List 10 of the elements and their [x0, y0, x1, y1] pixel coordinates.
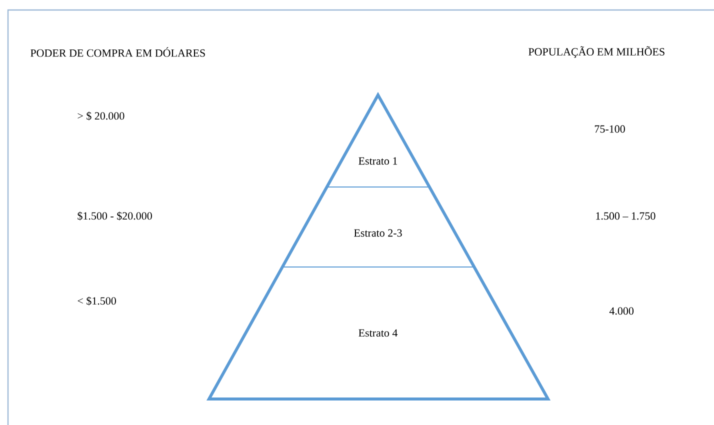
column-heading: PODER DE COMPRA EM DÓLARES — [30, 47, 205, 57]
node-label: Estrato 1 — [358, 157, 398, 165]
value-label: 1.500 – 1.750 — [596, 212, 656, 220]
value-label: > $ 20.000 — [78, 112, 124, 120]
value-label: 4.000 — [609, 307, 634, 315]
value-label: 75-100 — [594, 125, 625, 133]
pyramid-band: Estrato 2-3 — [282, 186, 475, 268]
value-label: $1.500 - $20.000 — [78, 212, 152, 220]
value-label: < $1.500 — [78, 296, 116, 306]
column-heading: POPULAÇÃO EM MILHÕES — [528, 46, 664, 58]
